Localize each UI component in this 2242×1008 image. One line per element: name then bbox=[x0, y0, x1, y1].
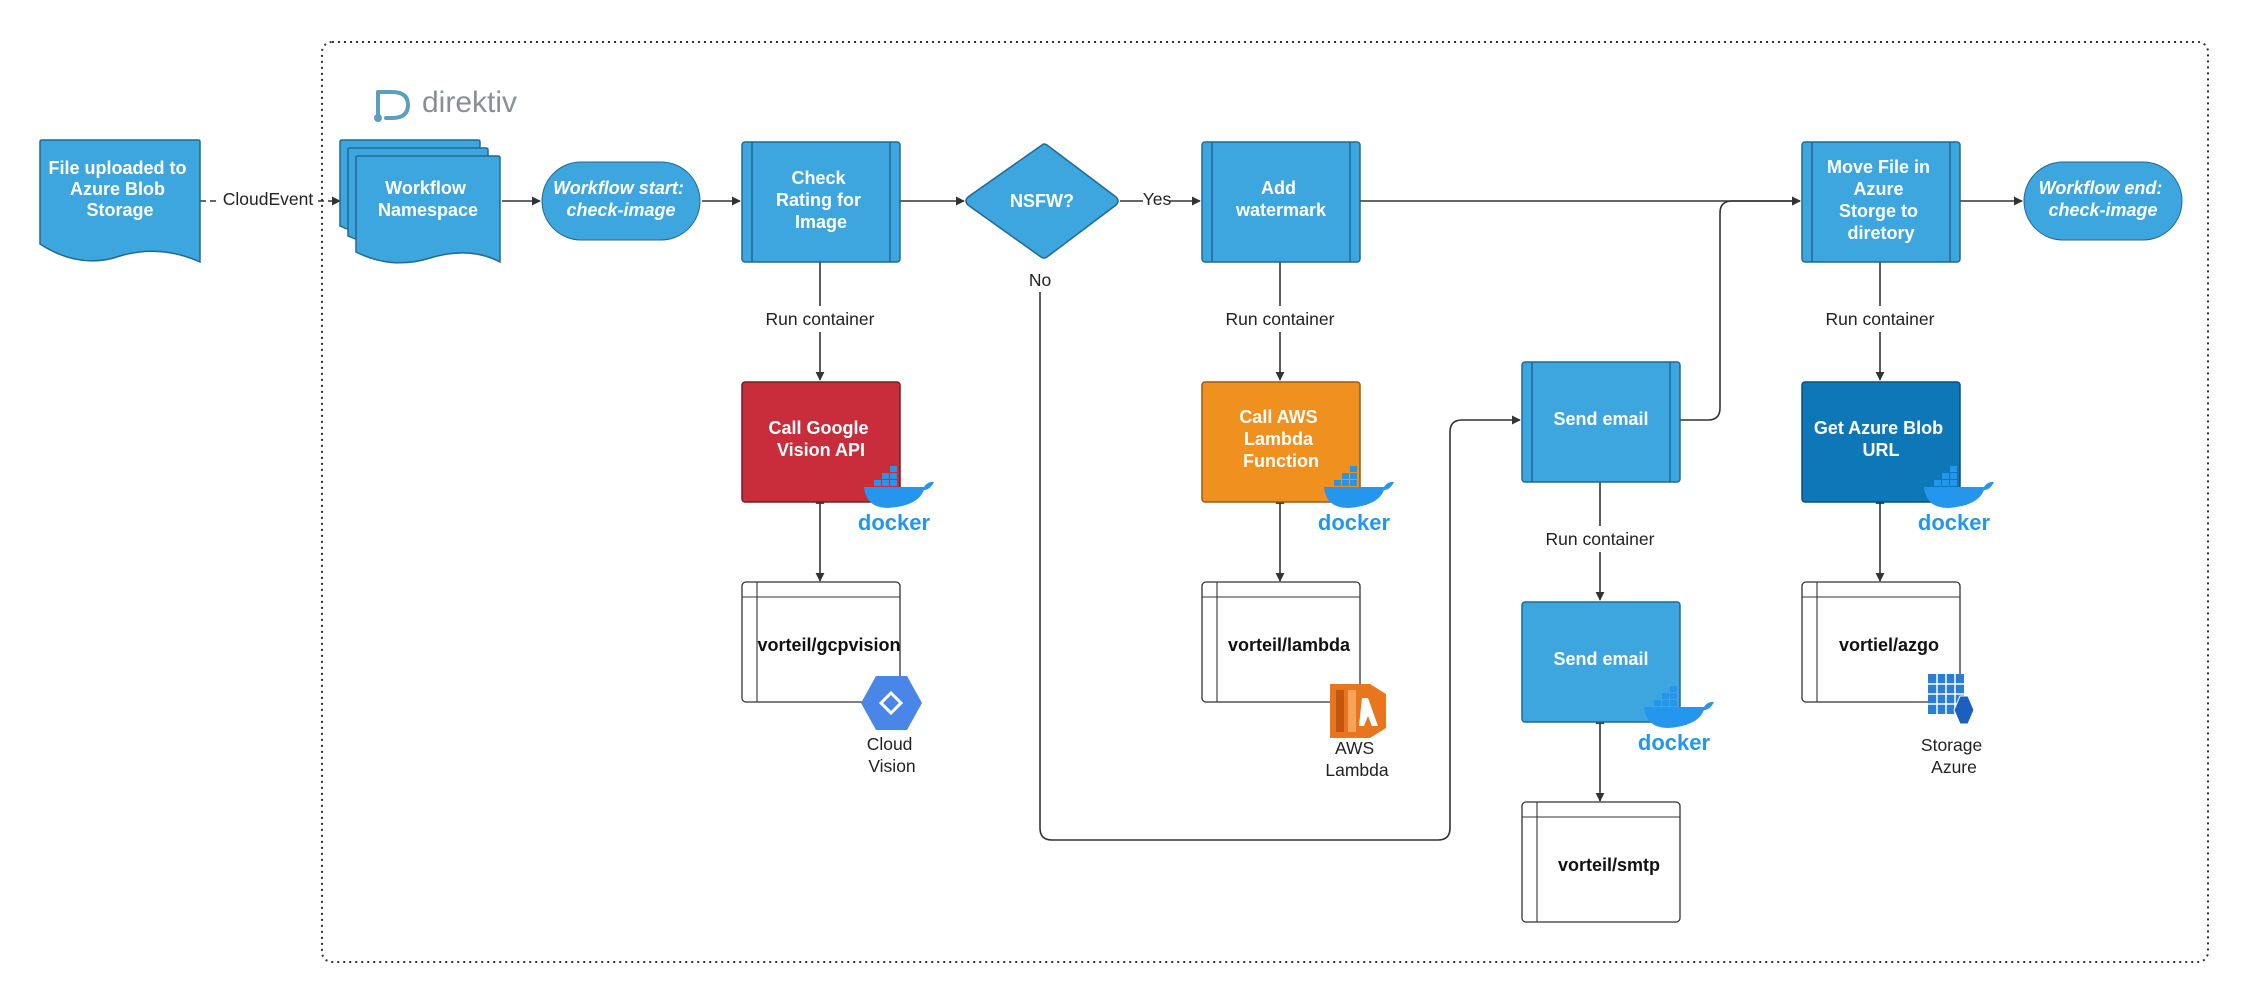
direktiv-logo-icon bbox=[376, 90, 411, 120]
cloudevent-label: CloudEvent bbox=[223, 189, 314, 209]
node-move-file-line: Storge to bbox=[1839, 201, 1918, 221]
node-nsfw-label: NSFW? bbox=[1010, 191, 1074, 211]
run-container-label-lambda: Run container bbox=[1226, 309, 1335, 329]
node-check-rating[interactable]: Check Rating for Image bbox=[741, 141, 901, 263]
node-add-watermark-line: watermark bbox=[1235, 200, 1327, 220]
aws-lambda-icon-line: Lambda bbox=[1325, 760, 1389, 780]
yes-label: Yes bbox=[1143, 189, 1172, 209]
node-namespace-label: Workflow Namespace bbox=[378, 178, 478, 220]
container-azure-blob-url[interactable]: Get Azure Blob URL bbox=[1801, 381, 1961, 503]
node-check-rating-line: Image bbox=[795, 212, 847, 232]
docker-icon: docker bbox=[1318, 466, 1394, 535]
azure-storage-icon-line: Azure bbox=[1931, 757, 1977, 777]
node-nsfw-decision[interactable]: NSFW? bbox=[965, 143, 1119, 259]
node-workflow-end[interactable]: Workflow end: check-image bbox=[2023, 161, 2183, 241]
image-lambda-label: vorteil/lambda bbox=[1228, 635, 1351, 655]
node-move-file[interactable]: Move File in Azure Storge to diretory bbox=[1801, 141, 1961, 263]
edge-email-to-move bbox=[1680, 196, 1801, 421]
edge-nsfw-no bbox=[1039, 292, 1521, 841]
node-workflow-start-label: Workflow start: check-image bbox=[553, 178, 689, 220]
node-check-rating-line: Rating for bbox=[776, 190, 861, 210]
image-azgo-label: vortiel/azgo bbox=[1839, 635, 1939, 655]
image-box-gcpvision[interactable]: vorteil/gcpvision bbox=[741, 581, 901, 703]
node-move-file-line: Move File in bbox=[1827, 157, 1930, 177]
node-add-watermark[interactable]: Add watermark bbox=[1201, 141, 1361, 263]
run-container-label-smtp: Run container bbox=[1546, 529, 1655, 549]
container-azure-blob-url-label: Get Azure Blob URL bbox=[1814, 418, 1948, 460]
cloud-vision-icon: Cloud Vision bbox=[861, 676, 922, 776]
node-blob-upload-line: Storage bbox=[86, 200, 153, 220]
container-azure-blob-url-line: URL bbox=[1863, 440, 1900, 460]
no-label: No bbox=[1029, 270, 1051, 290]
container-google-vision-line: Vision API bbox=[777, 440, 865, 460]
node-check-rating-label: Check Rating for Image bbox=[776, 168, 866, 232]
container-aws-lambda-label: Call AWS Lambda Function bbox=[1239, 407, 1322, 471]
node-add-watermark-label: Add watermark bbox=[1235, 178, 1327, 220]
node-workflow-start[interactable]: Workflow start: check-image bbox=[541, 161, 701, 241]
container-aws-lambda-line: Call AWS bbox=[1239, 407, 1317, 427]
image-smtp-label: vorteil/smtp bbox=[1558, 855, 1660, 875]
docker-icon-label: docker bbox=[1318, 510, 1391, 535]
run-container-label-azgo: Run container bbox=[1826, 309, 1935, 329]
node-send-email-step-label: Send email bbox=[1553, 409, 1648, 429]
docker-icon-label: docker bbox=[858, 510, 931, 535]
node-namespace[interactable]: Workflow Namespace bbox=[339, 139, 501, 264]
node-move-file-label: Move File in Azure Storge to diretory bbox=[1827, 157, 1935, 243]
docker-icon: docker bbox=[1638, 686, 1714, 755]
edge-labels: CloudEvent Yes No Run container Run cont… bbox=[220, 186, 1935, 549]
docker-icon: docker bbox=[1918, 466, 1994, 535]
node-move-file-line: Azure bbox=[1853, 179, 1903, 199]
container-google-vision-label: Call Google Vision API bbox=[768, 418, 873, 460]
edges bbox=[200, 196, 2023, 841]
node-workflow-end-label: Workflow end: check-image bbox=[2039, 178, 2168, 220]
node-check-rating-line: Check bbox=[791, 168, 846, 188]
azure-storage-icon-line: Storage bbox=[1921, 735, 1982, 755]
azure-storage-icon-label: Storage Azure bbox=[1921, 735, 1987, 777]
container-aws-lambda-line: Lambda bbox=[1244, 429, 1314, 449]
docker-icon-label: docker bbox=[1638, 730, 1711, 755]
node-blob-upload-label: File uploaded to Azure Blob Storage bbox=[48, 158, 191, 220]
container-aws-lambda-line: Function bbox=[1243, 451, 1319, 471]
node-move-file-line: diretory bbox=[1847, 223, 1914, 243]
node-blob-upload-line: File uploaded to bbox=[48, 158, 186, 178]
cloud-vision-icon-line: Cloud bbox=[867, 734, 913, 754]
aws-lambda-icon-line: AWS bbox=[1335, 738, 1374, 758]
image-box-smtp[interactable]: vorteil/smtp bbox=[1521, 801, 1681, 923]
node-workflow-start-line: Workflow start: bbox=[553, 178, 684, 198]
image-gcpvision-label: vorteil/gcpvision bbox=[757, 635, 900, 655]
node-add-watermark-line: Add bbox=[1261, 178, 1296, 198]
node-namespace-line: Namespace bbox=[378, 200, 478, 220]
node-blob-upload-line: Azure Blob bbox=[70, 179, 165, 199]
node-workflow-end-line: check-image bbox=[2048, 200, 2157, 220]
image-box-azgo[interactable]: vortiel/azgo bbox=[1801, 581, 1961, 703]
container-send-email-label: Send email bbox=[1553, 649, 1648, 669]
aws-lambda-icon-label: AWS Lambda bbox=[1325, 738, 1389, 780]
docker-icon: docker bbox=[858, 466, 934, 535]
direktiv-logo: direktiv bbox=[374, 86, 517, 122]
aws-lambda-icon: AWS Lambda bbox=[1325, 684, 1389, 780]
cloud-vision-icon-line: Vision bbox=[868, 756, 915, 776]
container-azure-blob-url-line: Get Azure Blob bbox=[1814, 418, 1943, 438]
direktiv-logo-dot bbox=[374, 114, 382, 122]
brand-name: direktiv bbox=[422, 86, 517, 119]
run-container-label-gcp: Run container bbox=[766, 309, 875, 329]
azure-storage-icon: Storage Azure bbox=[1921, 674, 1987, 777]
container-aws-lambda[interactable]: Call AWS Lambda Function bbox=[1201, 381, 1361, 503]
container-google-vision[interactable]: Call Google Vision API bbox=[741, 381, 901, 503]
node-namespace-line: Workflow bbox=[385, 178, 467, 198]
container-send-email[interactable]: Send email bbox=[1521, 601, 1681, 723]
node-workflow-start-line: check-image bbox=[566, 200, 675, 220]
cloud-vision-icon-label: Cloud Vision bbox=[867, 734, 918, 776]
node-workflow-end-line: Workflow end: bbox=[2039, 178, 2163, 198]
node-blob-upload[interactable]: File uploaded to Azure Blob Storage bbox=[39, 139, 201, 264]
docker-icon-label: docker bbox=[1918, 510, 1991, 535]
container-google-vision-line: Call Google bbox=[768, 418, 868, 438]
node-send-email-step[interactable]: Send email bbox=[1521, 361, 1681, 483]
image-box-lambda[interactable]: vorteil/lambda bbox=[1201, 581, 1361, 703]
